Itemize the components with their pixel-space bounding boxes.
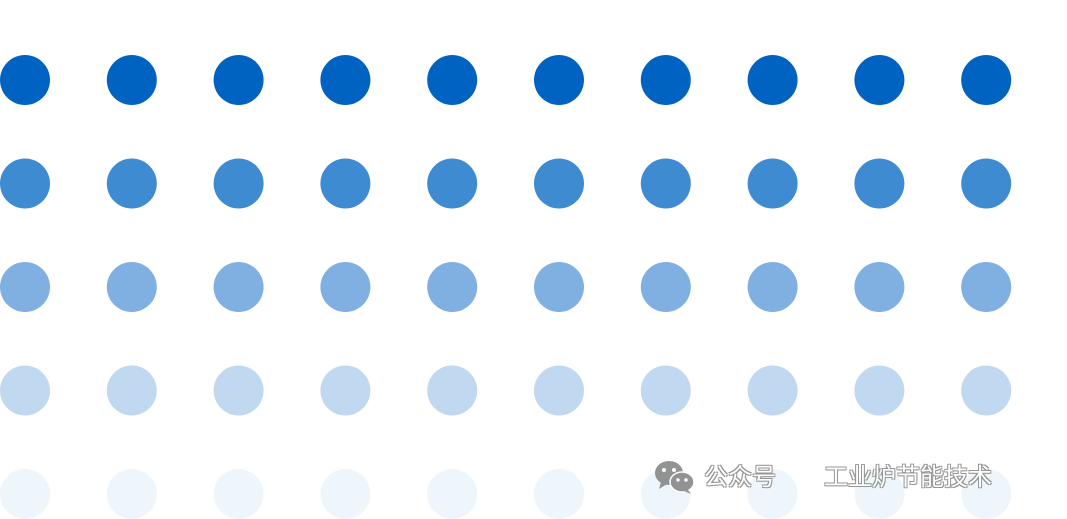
- dot-r5-c3: [213, 469, 264, 519]
- dot-r5-c9: [854, 469, 905, 519]
- dot-r4-c5: [427, 365, 478, 416]
- dot-r5-c6: [534, 469, 584, 519]
- dot-r3-c10: [961, 262, 1012, 312]
- dot-r2-c1: [0, 158, 50, 209]
- dot-r4-c10: [961, 365, 1012, 416]
- dot-r2-c6: [534, 158, 584, 209]
- dot-r4-c6: [534, 365, 584, 416]
- watermark-label: 公众号: [704, 463, 776, 491]
- dot-r1-c5: [427, 55, 478, 105]
- dot-r1-c9: [854, 55, 905, 105]
- dot-r2-c8: [747, 158, 798, 209]
- dot-r2-c5: [427, 158, 478, 209]
- dot-r3-c1: [0, 262, 50, 312]
- dot-r3-c7: [640, 262, 691, 312]
- dot-r3-c8: [747, 262, 798, 312]
- dot-r3-c3: [213, 262, 264, 312]
- dot-r4-c1: [0, 365, 50, 416]
- dot-r2-c10: [961, 158, 1012, 209]
- dot-r1-c8: [747, 55, 798, 105]
- dot-r3-c2: [106, 262, 157, 312]
- dot-r1-c2: [106, 55, 157, 105]
- dot-r3-c5: [427, 262, 478, 312]
- dot-r2-c4: [320, 158, 371, 209]
- dot-r5-c2: [106, 469, 157, 519]
- dot-r3-c9: [854, 262, 905, 312]
- dot-r5-c1: [0, 469, 50, 519]
- dot-r3-c4: [320, 262, 371, 312]
- dot-r4-c7: [640, 365, 691, 416]
- dot-r3-c6: [534, 262, 584, 312]
- dot-r1-c4: [320, 55, 371, 105]
- dot-r4-c4: [320, 365, 371, 416]
- dot-r5-c10: [961, 469, 1012, 519]
- wechat-icon: [655, 461, 695, 494]
- dot-r5-c5: [427, 469, 478, 519]
- watermark-account: 工业炉节能技术: [824, 463, 992, 491]
- dot-r5-c4: [320, 469, 371, 519]
- dot-r1-c3: [213, 55, 264, 105]
- dot-r4-c9: [854, 365, 905, 416]
- dot-r2-c7: [640, 158, 691, 209]
- dot-r4-c2: [106, 365, 157, 416]
- dot-r2-c2: [106, 158, 157, 209]
- dot-r2-c3: [213, 158, 264, 209]
- dot-r2-c9: [854, 158, 905, 209]
- dot-r4-c8: [747, 365, 798, 416]
- dot-r5-c8: [747, 469, 798, 519]
- dot-r1-c7: [640, 55, 691, 105]
- dot-r1-c10: [961, 55, 1012, 105]
- dot-r1-c1: [0, 55, 50, 105]
- dot-r4-c3: [213, 365, 264, 416]
- dot-r1-c6: [534, 55, 584, 105]
- wechat-watermark: 公众号 工业炉节能技术: [654, 459, 992, 495]
